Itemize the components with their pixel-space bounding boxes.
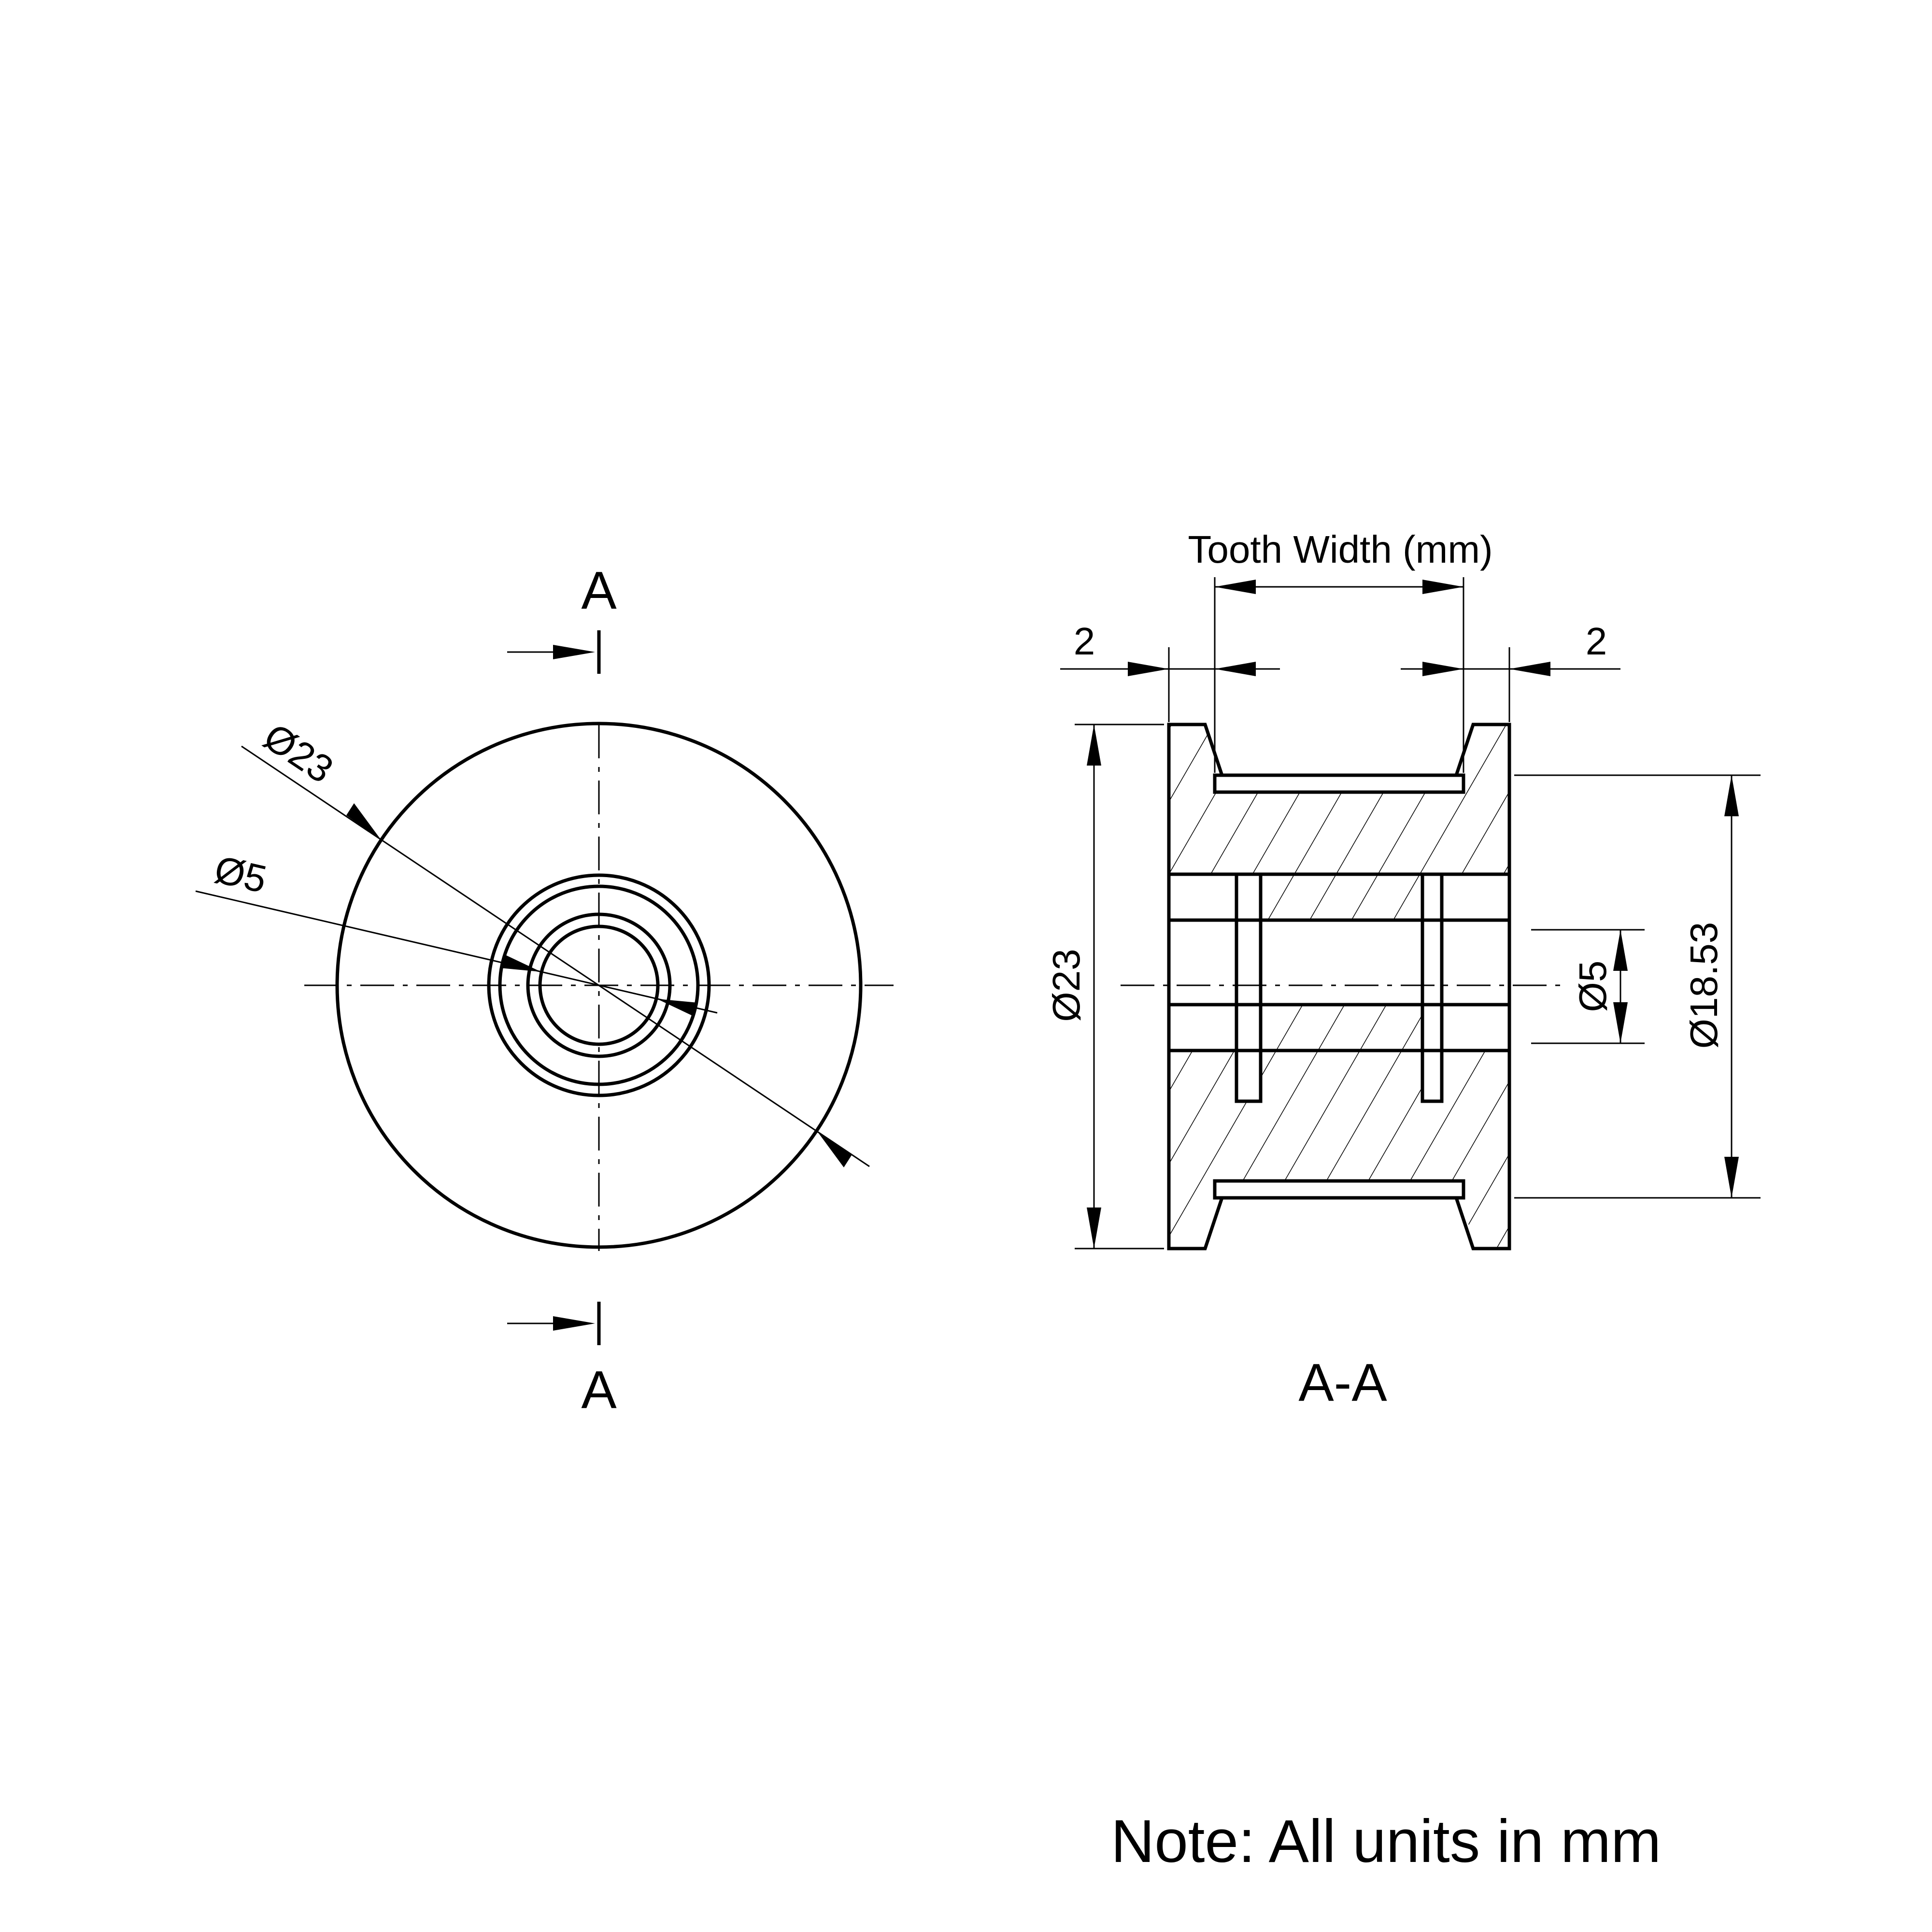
dim-bore-diameter-arrow-2 bbox=[657, 999, 698, 1017]
flange-right-label: 2 bbox=[1586, 620, 1607, 663]
flange-left-label: 2 bbox=[1074, 620, 1095, 663]
dim-outer-diameter-leader bbox=[241, 745, 870, 1167]
units-note: Note: All units in mm bbox=[1111, 1808, 1661, 1875]
section-title: A-A bbox=[1298, 1353, 1387, 1412]
section-label-bottom: A bbox=[581, 1360, 617, 1420]
tooth-groove-bottom-outline bbox=[1213, 1179, 1465, 1200]
dim-outer-diameter-label: Ø23 bbox=[256, 715, 341, 791]
dim-bore-diameter-arrow-1 bbox=[500, 954, 541, 972]
bore-outer-circle bbox=[526, 912, 672, 1058]
tooth-width-arrow-right bbox=[1422, 580, 1463, 594]
tooth-width-label: Tooth Width (mm) bbox=[1188, 528, 1492, 571]
section-label-top: A bbox=[581, 561, 617, 620]
dim-outer-diameter-arrow-1 bbox=[346, 803, 381, 840]
dim-tooth-dia-label: Ø18.53 bbox=[1682, 922, 1725, 1049]
dim-section-bore-arrow-top bbox=[1613, 930, 1628, 971]
dim-section-od-label: Ø23 bbox=[1045, 949, 1088, 1022]
flange-left-arrow-1 bbox=[1128, 662, 1169, 676]
hatch-upper-body bbox=[1169, 724, 1509, 920]
section-arrow-top-head bbox=[553, 645, 595, 659]
flange-right-arrow-1 bbox=[1422, 662, 1463, 676]
bushing-left bbox=[1235, 872, 1263, 1103]
dim-section-od-arrow-bottom bbox=[1087, 1208, 1101, 1249]
dim-section-bore-arrow-bottom bbox=[1613, 1002, 1628, 1043]
flange-right-arrow-2 bbox=[1509, 662, 1550, 676]
front-view: A A Ø23 Ø5 bbox=[195, 561, 894, 1420]
flange-left-arrow-2 bbox=[1215, 662, 1256, 676]
dim-section-od-arrow-top bbox=[1087, 724, 1101, 766]
dim-bore-diameter-leader bbox=[195, 890, 718, 1014]
tooth-groove-top bbox=[1215, 775, 1463, 792]
section-view: Tooth Width (mm) 2 2 Ø23 Ø5 bbox=[1045, 528, 1761, 1412]
dim-tooth-dia-arrow-bottom bbox=[1724, 1157, 1739, 1198]
tooth-groove-bottom bbox=[1215, 1181, 1463, 1198]
hub-outer-circle bbox=[487, 873, 711, 1097]
tooth-groove-top-outline bbox=[1213, 773, 1465, 794]
hub-inner-circle bbox=[498, 884, 700, 1086]
bushing-right bbox=[1421, 872, 1444, 1103]
dim-tooth-dia-arrow-top bbox=[1724, 775, 1739, 816]
dim-section-bore-label: Ø5 bbox=[1571, 961, 1614, 1012]
dim-outer-diameter-arrow-2 bbox=[817, 1131, 852, 1167]
bore-inner-circle bbox=[538, 924, 660, 1046]
section-arrow-bottom-head bbox=[553, 1316, 595, 1331]
outer-flange-circle bbox=[335, 722, 863, 1249]
tooth-width-arrow-left bbox=[1215, 580, 1256, 594]
bore-channel bbox=[1169, 920, 1509, 1005]
dim-bore-diameter-label: Ø5 bbox=[211, 848, 270, 901]
hatch-lower-body bbox=[1169, 1005, 1509, 1249]
